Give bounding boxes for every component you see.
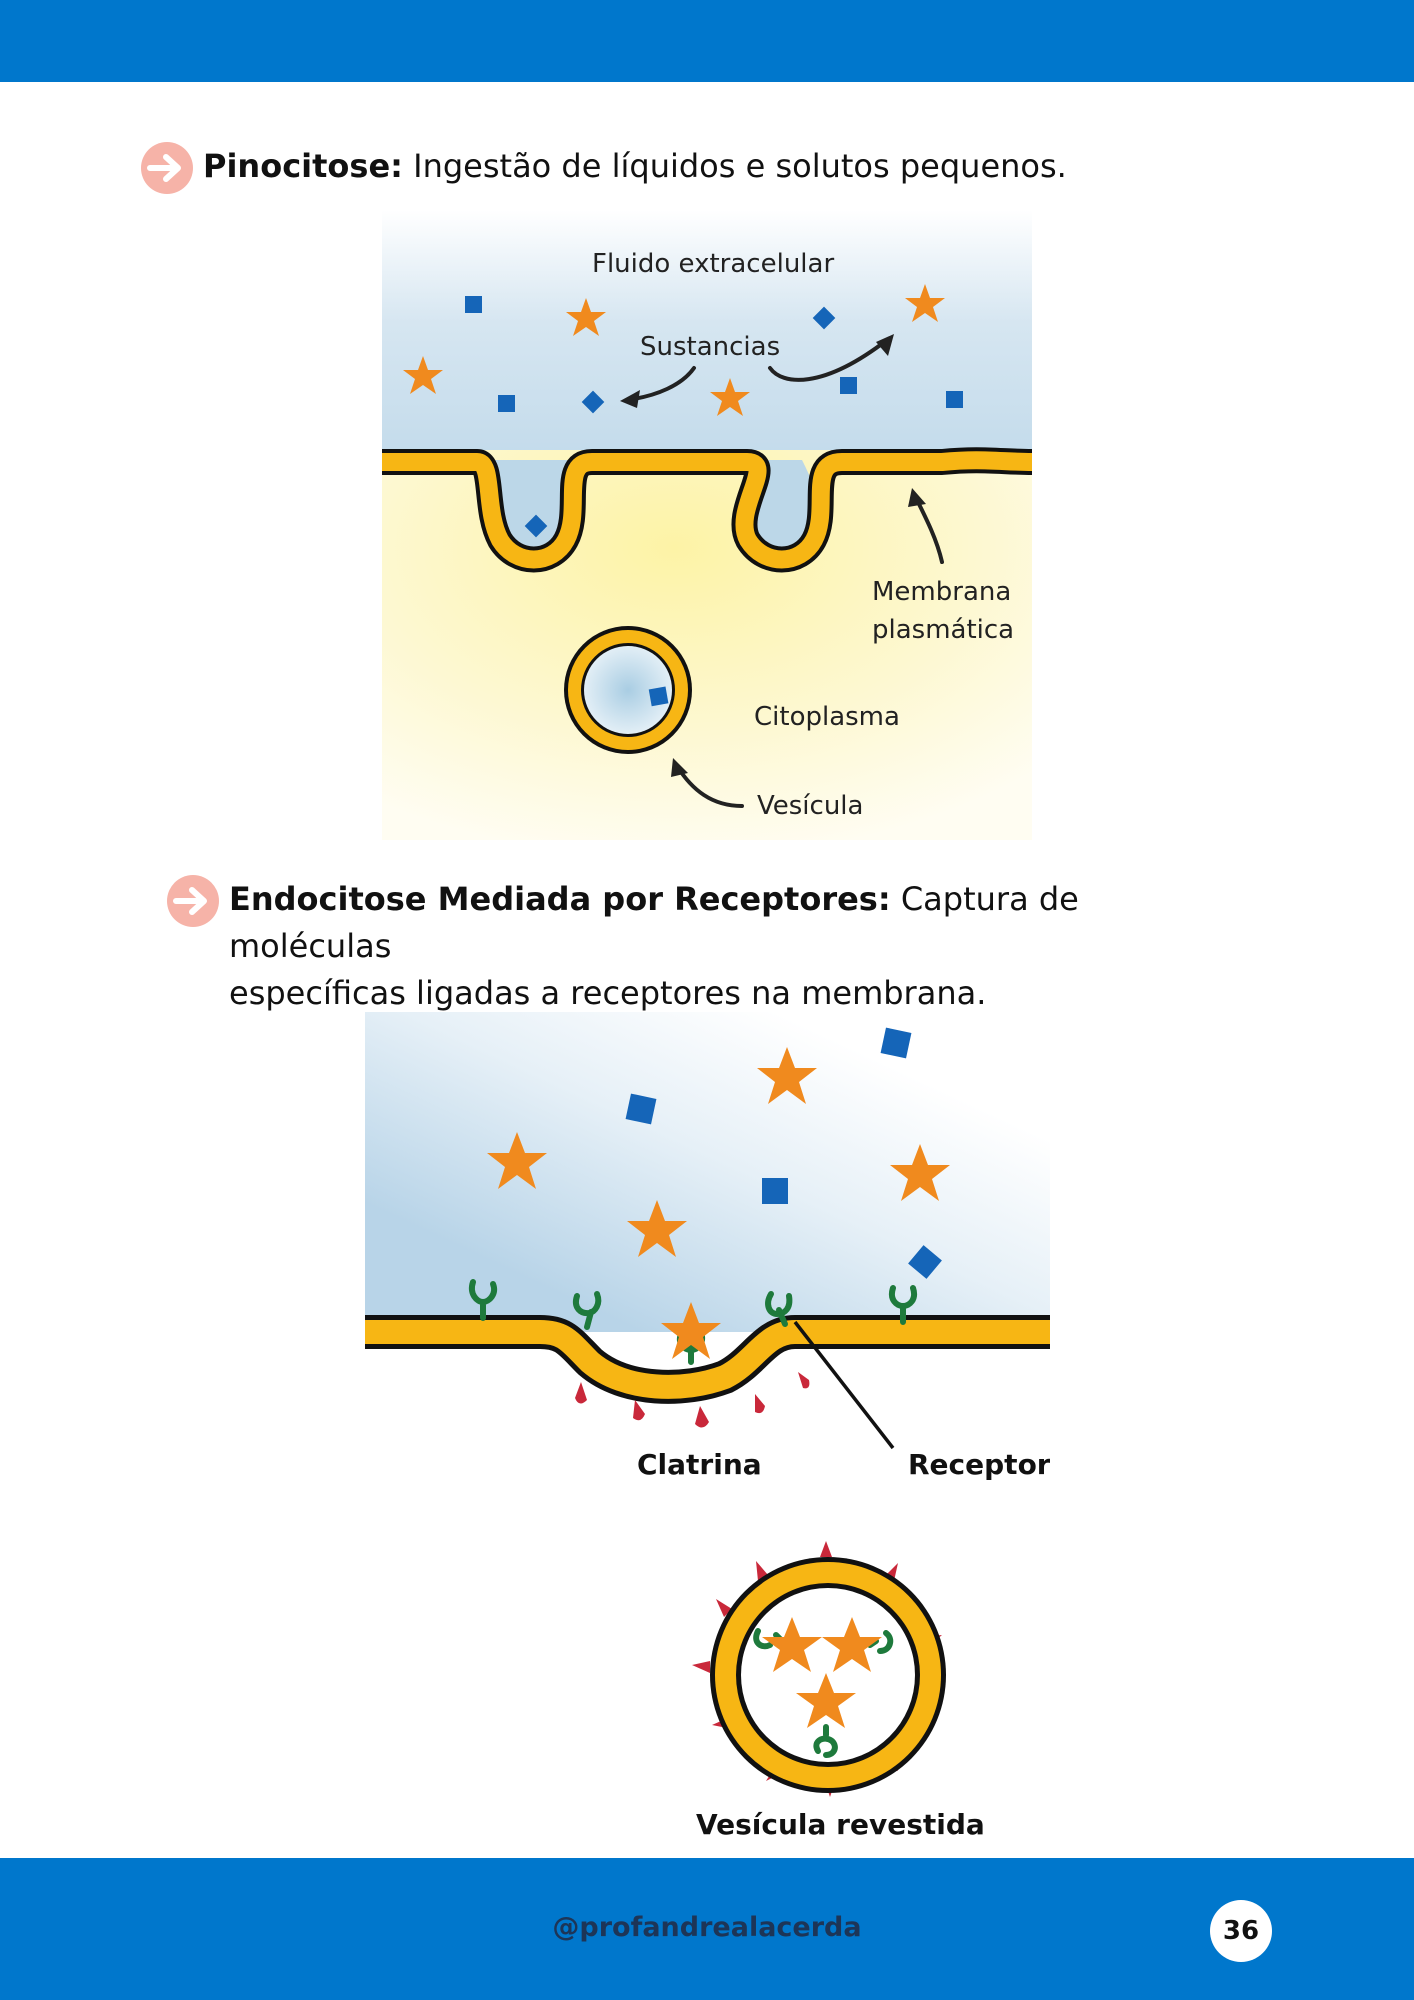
arrow-right-circle-icon xyxy=(141,142,193,194)
label-cytoplasm: Citoplasma xyxy=(754,702,900,732)
arrow-right-circle-icon xyxy=(167,875,219,927)
pinocitose-title: Pinocitose: xyxy=(203,147,403,185)
label-receptor: Receptor xyxy=(908,1448,1050,1481)
molecule-stars xyxy=(487,1047,950,1359)
page-number: 36 xyxy=(1210,1900,1272,1962)
endocitose-text-line2: específicas ligadas a receptores na memb… xyxy=(229,974,987,1012)
pinocitose-heading: Pinocitose: Ingestão de líquidos e solut… xyxy=(203,143,1067,190)
molecule-stars xyxy=(403,284,945,416)
molecule-stars xyxy=(762,1617,882,1728)
endocitose-text-line1: Captura de moléculas xyxy=(229,880,1079,965)
label-membrane-line2: plasmática xyxy=(872,615,1014,645)
top-bar xyxy=(0,0,1414,82)
receptor-endocytosis-diagram: Clatrina Receptor xyxy=(365,1012,1050,1481)
pinocitose-text: Ingestão de líquidos e solutos pequenos. xyxy=(402,147,1067,185)
endocitose-heading: Endocitose Mediada por Receptores: Captu… xyxy=(229,876,1229,1017)
endocitose-title: Endocitose Mediada por Receptores: xyxy=(229,880,891,918)
label-extracellular: Fluido extracelular xyxy=(592,249,834,279)
label-clathrin: Clatrina xyxy=(637,1448,762,1481)
pinocytosis-diagram: Fluido extracelular Sustancias Membrana … xyxy=(382,210,1032,840)
coated-vesicle-diagram xyxy=(692,1541,946,1797)
label-vesicle: Vesícula xyxy=(757,791,863,821)
label-substances: Sustancias xyxy=(640,332,780,362)
label-membrane-line1: Membrana xyxy=(872,577,1011,607)
clathrin-spikes xyxy=(575,1372,810,1428)
bottom-bar xyxy=(0,1858,1414,2000)
label-coated-vesicle: Vesícula revestida xyxy=(696,1808,985,1841)
author-handle: @profandrealacerda xyxy=(552,1912,862,1943)
molecule-squares xyxy=(625,1027,942,1279)
